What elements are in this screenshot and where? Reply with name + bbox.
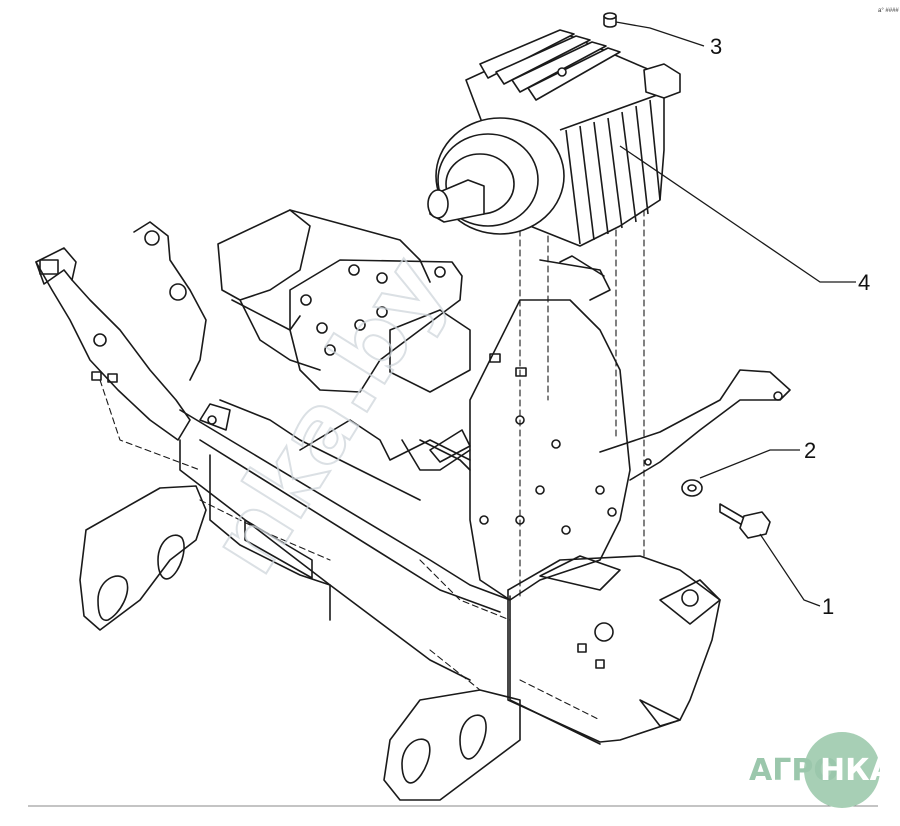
mounting-frame	[35, 139, 791, 801]
logo-left-text: АГРО	[749, 753, 839, 788]
callout-3: 3	[710, 34, 722, 59]
washer	[681, 479, 703, 497]
plug-cap	[603, 12, 617, 28]
callout-4: 4	[858, 270, 870, 295]
hydraulic-motor	[427, 29, 681, 247]
bolt	[719, 503, 771, 539]
watermark: nka.by	[190, 239, 466, 592]
callout-1: 1	[822, 594, 834, 619]
reference-code: a° ####	[878, 8, 899, 14]
agronka-logo: АГРО НКА	[749, 732, 894, 808]
leader-lines	[615, 21, 856, 607]
callout-2: 2	[804, 438, 816, 463]
logo-right-text: НКА	[820, 753, 894, 788]
